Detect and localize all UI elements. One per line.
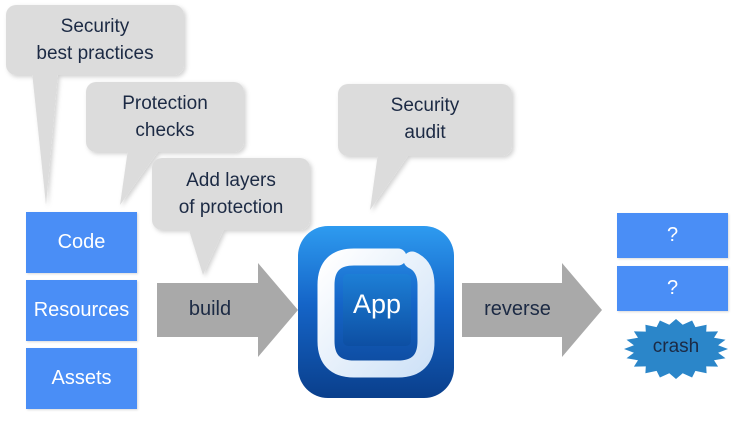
callout-best-practices: Security best practices	[6, 13, 184, 67]
callout-audit-line1: Security	[390, 95, 460, 116]
callout-add-layers-shape	[152, 158, 310, 275]
callout-audit: Security audit	[338, 92, 512, 146]
callout-add-layers: Add layers of protection	[152, 167, 310, 221]
callout-best-practices-line2: best practices	[36, 43, 154, 64]
build-arrow-label: build	[188, 298, 232, 320]
crash-burst-shape	[624, 319, 728, 379]
callout-audit-shape	[338, 84, 512, 210]
input-box-resources: Resources	[26, 280, 137, 341]
build-arrow	[157, 263, 298, 357]
input-box-code: Code	[26, 212, 137, 273]
callout-best-practices-line1: Security	[60, 16, 130, 37]
app-label: App	[352, 289, 402, 319]
callout-best-practices-shape	[6, 5, 184, 205]
callout-protection-checks-line1: Protection	[122, 93, 208, 114]
callout-protection-checks: Protection checks	[86, 90, 244, 144]
outcome-box-second: ?	[617, 266, 728, 311]
crash-label: crash	[652, 336, 700, 357]
input-box-assets: Assets	[26, 348, 137, 409]
callout-add-layers-line1: Add layers	[186, 170, 276, 191]
outcome-box-first: ?	[617, 213, 728, 258]
callout-protection-checks-line2: checks	[135, 120, 195, 141]
callout-add-layers-line2: of protection	[178, 197, 284, 218]
callout-protection-checks-shape	[86, 82, 244, 205]
reverse-arrow	[462, 263, 602, 357]
reverse-arrow-label: reverse	[484, 298, 551, 320]
callout-audit-line2: audit	[404, 122, 446, 143]
app-icon	[298, 226, 454, 398]
